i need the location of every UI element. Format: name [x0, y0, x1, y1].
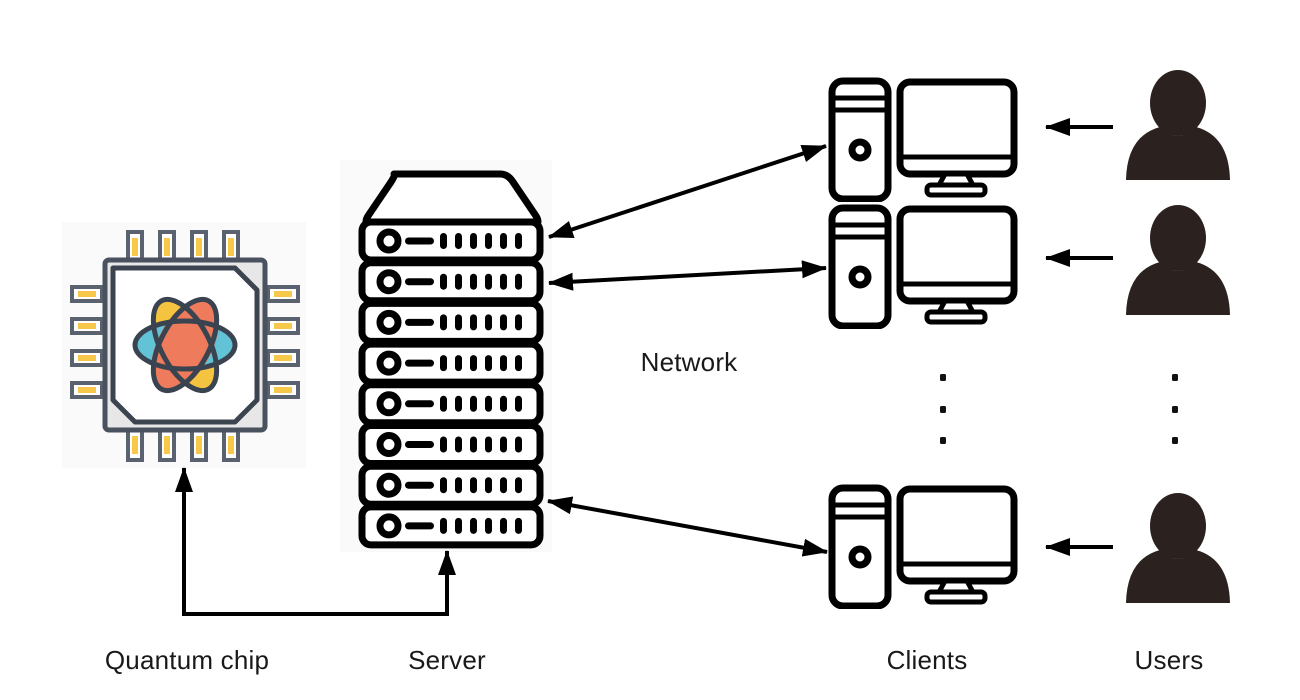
server-unit — [362, 507, 540, 545]
users-ellipsis — [1172, 374, 1178, 444]
clients-label: Clients — [886, 645, 968, 675]
atom-icon — [132, 296, 238, 394]
quantum-chip-icon — [70, 230, 300, 462]
server-unit — [362, 385, 540, 423]
server-client2-arrow — [548, 260, 827, 291]
server-unit — [362, 466, 540, 504]
quantum-chip-label: Quantum chip — [104, 645, 270, 675]
user-icon-2 — [1126, 205, 1230, 315]
server-client1-arrow — [548, 144, 827, 239]
server-top-cap — [362, 170, 542, 226]
server-rack-icon — [352, 170, 552, 558]
client-computer-icon-2 — [828, 203, 1018, 329]
server-label: Server — [408, 645, 486, 675]
network-label: Network — [640, 347, 738, 377]
server-unit — [362, 426, 540, 464]
chip-server-connector — [175, 467, 456, 616]
user-icon-3 — [1126, 493, 1230, 603]
server-unit — [362, 303, 540, 341]
clients-ellipsis — [940, 374, 946, 444]
client-computer-icon-3 — [828, 483, 1018, 609]
user-icon-1 — [1126, 70, 1230, 180]
server-unit — [362, 222, 540, 260]
server-client3-arrow — [547, 496, 828, 557]
server-unit — [362, 344, 540, 382]
server-unit — [362, 263, 540, 301]
client-computer-icon-1 — [828, 76, 1018, 202]
users-label: Users — [1134, 645, 1204, 675]
